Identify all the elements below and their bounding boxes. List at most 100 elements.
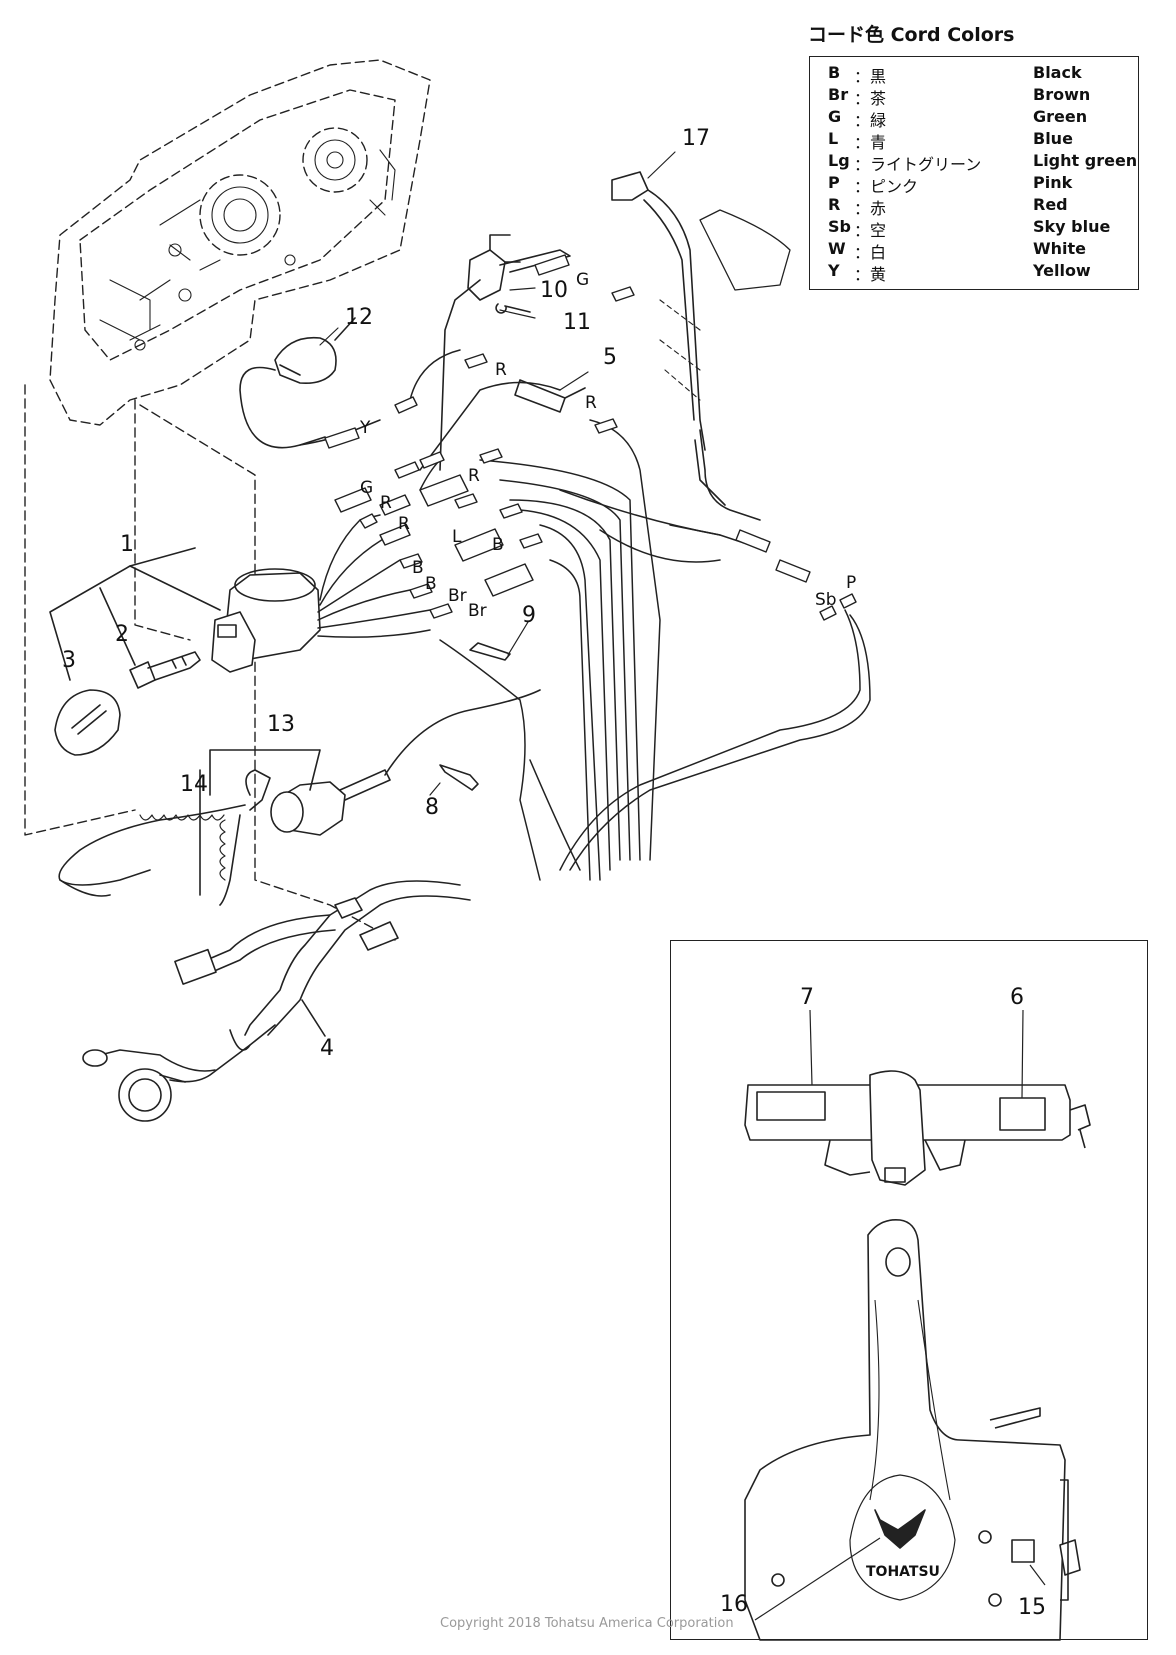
part-number-7: 7 <box>800 985 814 1010</box>
legend-code: R <box>828 195 841 214</box>
part-number-2: 2 <box>115 622 129 647</box>
wire-label-br2: Br <box>468 601 487 621</box>
legend-code: W <box>828 239 846 258</box>
wire-label-b2: B <box>412 558 424 578</box>
lanyard <box>58 769 271 906</box>
legend-row: P ：ピンク Pink <box>828 173 1072 196</box>
legend-english: Pink <box>1033 173 1073 192</box>
part-number-11: 11 <box>563 310 591 335</box>
part-number-14: 14 <box>180 772 208 797</box>
part-number-3: 3 <box>62 648 76 673</box>
key-cap <box>54 689 121 756</box>
legend-english: Green <box>1033 107 1088 126</box>
part-number-10: 10 <box>540 278 568 303</box>
legend-code: Y <box>828 261 840 280</box>
part-number-13: 13 <box>267 712 295 737</box>
legend-japanese: ：黒 <box>854 67 887 86</box>
legend-row: W ：白 White <box>828 239 1086 262</box>
legend-row: B ：黒 Black <box>828 63 1082 86</box>
legend-code: B <box>828 63 841 82</box>
part-number-12: 12 <box>345 305 373 330</box>
part-number-6: 6 <box>1010 985 1024 1010</box>
wire-label-br1: Br <box>448 586 467 606</box>
legend-row: Sb：空 Sky blue <box>828 217 1110 240</box>
legend-code: Br <box>828 85 849 104</box>
legend-japanese: ：白 <box>854 243 887 262</box>
legend-english: Red <box>1033 195 1068 214</box>
brand-logo-text: TOHATSU <box>866 1564 940 1580</box>
legend-japanese: ：赤 <box>854 199 887 218</box>
wire-label-y: Y <box>360 418 371 438</box>
legend-row: Lg：ライトグリーン Light green <box>828 151 1137 174</box>
part-number-17: 17 <box>682 126 710 151</box>
wire-label-p: P <box>846 573 857 593</box>
legend-japanese: ：空 <box>854 221 887 240</box>
wire-label-g-top: G <box>576 270 590 290</box>
leader-1 <box>49 547 221 681</box>
part-number-1: 1 <box>120 532 134 557</box>
main-harness <box>82 880 471 1122</box>
remote-control-inset <box>670 940 1148 1640</box>
legend-row: Br ：茶 Brown <box>828 85 1090 108</box>
legend-japanese: ：茶 <box>854 89 887 108</box>
main-switch <box>211 568 321 673</box>
wire-label-b3: B <box>425 574 437 594</box>
buzzer <box>239 317 356 449</box>
leaders <box>319 151 676 796</box>
legend-code: Sb <box>828 217 851 236</box>
connector-cap-5 <box>514 379 586 413</box>
wire-terminals <box>324 254 857 621</box>
legend-english: White <box>1033 239 1087 258</box>
legend-japanese: ：青 <box>854 133 887 152</box>
legend-code: G <box>828 107 842 126</box>
legend-english: Blue <box>1033 129 1073 148</box>
legend-code: Lg <box>828 151 850 170</box>
clip-9 <box>469 642 511 661</box>
screw-11 <box>495 303 531 314</box>
legend-english: Brown <box>1033 85 1091 104</box>
legend-row: L ：青 Blue <box>828 129 1073 152</box>
trim-harness <box>611 171 791 521</box>
copyright-text: Copyright 2018 Tohatsu America Corporati… <box>440 1616 734 1631</box>
part-number-16: 16 <box>720 1592 748 1617</box>
legend-japanese: ：緑 <box>854 111 887 130</box>
part-number-5: 5 <box>603 345 617 370</box>
leader-4 <box>301 999 326 1037</box>
ignition-key <box>129 651 201 689</box>
part-number-15: 15 <box>1018 1595 1046 1620</box>
wire-label-g-left: G <box>360 478 374 498</box>
wire-label-r-mid: R <box>585 393 597 413</box>
stop-switch <box>270 689 541 836</box>
wire-label-r2: R <box>468 466 480 486</box>
wire-label-r3: R <box>398 514 410 534</box>
control-housing-detail <box>99 139 396 351</box>
wire-label-r-top: R <box>495 360 507 380</box>
wire-label-sb: Sb <box>815 590 837 610</box>
legend-row: Y ：黄 Yellow <box>828 261 1091 284</box>
legend-japanese: ：黄 <box>854 265 887 284</box>
legend-row: G ：緑 Green <box>828 107 1087 130</box>
wire-label-r1: R <box>380 493 392 513</box>
legend-row: R ：赤 Red <box>828 195 1068 218</box>
part-number-8: 8 <box>425 795 439 820</box>
legend-english: Sky blue <box>1033 217 1111 236</box>
part-number-9: 9 <box>522 603 536 628</box>
control-housing <box>24 59 431 941</box>
wire-label-l: L <box>452 527 462 547</box>
legend-code: P <box>828 173 840 192</box>
leader-13 <box>209 749 321 796</box>
legend-title: コード色 Cord Colors <box>808 24 1015 46</box>
legend-english: Black <box>1033 63 1082 82</box>
wire-label-b1: B <box>492 535 504 555</box>
neutral-switch <box>439 234 571 471</box>
clip-8 <box>439 764 479 791</box>
legend-code: L <box>828 129 839 148</box>
legend-english: Yellow <box>1033 261 1091 280</box>
legend-japanese: ：ピンク <box>854 177 919 196</box>
harness-wires <box>299 349 871 881</box>
legend-english: Light green <box>1033 151 1138 170</box>
part-number-4: 4 <box>320 1036 334 1061</box>
legend-japanese: ：ライトグリーン <box>854 155 982 174</box>
